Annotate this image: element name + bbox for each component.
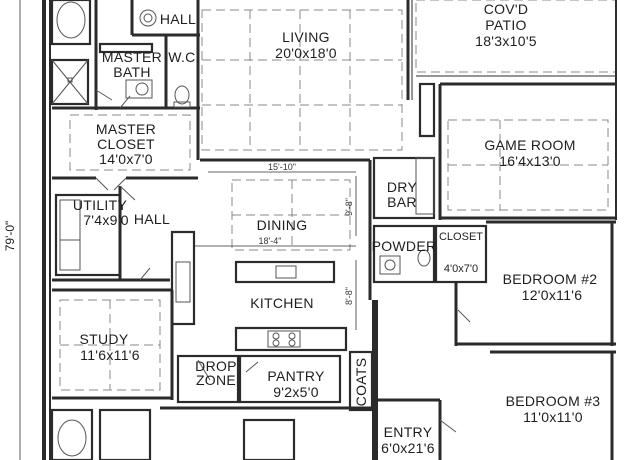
pantry-room bbox=[238, 354, 342, 404]
overall-dimension: 79'-0" bbox=[3, 0, 21, 460]
utility-label: UTILITY bbox=[73, 197, 128, 213]
drop-zone-label-2: ZONE bbox=[196, 372, 236, 388]
wc-label: W.C. bbox=[168, 49, 200, 65]
master-closet-size: 14'0x7'0 bbox=[99, 151, 153, 167]
drop-zone-label-1: DROP bbox=[195, 358, 237, 374]
dry-bar-label-2: BAR bbox=[387, 194, 417, 210]
dryer bbox=[59, 239, 81, 271]
master-closet-shelf bbox=[69, 114, 191, 171]
coats-label: COATS bbox=[353, 358, 369, 407]
closet-size: 4'0x7'0 bbox=[444, 263, 478, 275]
closet-doors bbox=[95, 177, 127, 191]
master-bath-counter bbox=[98, 42, 154, 54]
living-grid bbox=[201, 9, 403, 151]
patio-outline bbox=[415, 0, 617, 73]
kitchen-label: KITCHEN bbox=[250, 295, 314, 311]
cooktop bbox=[267, 330, 301, 348]
dry-bar-label-1: DRY bbox=[387, 179, 418, 195]
patio-size: 18'3x10'5 bbox=[475, 33, 537, 49]
dining-label: DINING bbox=[257, 217, 308, 233]
bedroom2-size: 12'0x11'6 bbox=[522, 287, 583, 303]
bedroom3-label: BEDROOM #3 bbox=[506, 393, 601, 409]
powder-toilet bbox=[417, 249, 431, 267]
utility-doors bbox=[119, 185, 151, 281]
powder-label: POWDER bbox=[372, 238, 437, 254]
master-closet-label-1: MASTER bbox=[96, 121, 156, 137]
entry-wall-left bbox=[372, 300, 378, 460]
powder-sink bbox=[379, 255, 401, 275]
kitchen-wall-counter bbox=[170, 230, 196, 326]
patio-label-2: PATIO bbox=[485, 17, 526, 33]
utility-size: 7'4x9'0 bbox=[83, 212, 129, 228]
coats-closet bbox=[348, 350, 374, 412]
kitchen-span-text: 18'-4" bbox=[259, 236, 282, 246]
utility-room bbox=[54, 193, 122, 277]
bedroom3-size: 11'0x11'0 bbox=[523, 409, 583, 425]
living-label: LIVING bbox=[282, 29, 330, 45]
refrigerator bbox=[175, 261, 191, 303]
hall-top-label: HALL bbox=[160, 11, 196, 27]
bottom-fixture bbox=[242, 418, 296, 460]
drop-zone-room bbox=[176, 354, 240, 404]
hall-mid-label: HALL bbox=[134, 211, 170, 227]
pantry-label: PANTRY bbox=[267, 368, 325, 384]
dining-depth-text: 9'-8" bbox=[344, 198, 354, 216]
pantry-size: 9'2x5'0 bbox=[273, 384, 319, 400]
drop-zone-door bbox=[197, 359, 211, 381]
bottom-left-tub bbox=[50, 408, 94, 460]
powder-room bbox=[372, 224, 436, 284]
living-size: 20'0x18'0 bbox=[275, 45, 337, 61]
game-room-label: GAME ROOM bbox=[484, 137, 575, 153]
exterior-walls bbox=[42, 0, 378, 460]
bedroom2-door bbox=[457, 309, 471, 323]
patio-label-1: COV'D bbox=[484, 1, 529, 17]
bedroom3-door bbox=[439, 419, 457, 433]
bedroom2-label: BEDROOM #2 bbox=[503, 271, 598, 287]
dining-span-text: 15'-10" bbox=[268, 162, 296, 172]
entry-label: ENTRY bbox=[384, 424, 433, 440]
bathtub bbox=[50, 0, 92, 46]
wc-toilet bbox=[173, 85, 191, 108]
overall-dimension-text: 79'-0" bbox=[3, 221, 17, 252]
master-sink bbox=[125, 79, 153, 99]
island-sink bbox=[275, 265, 297, 279]
study-size: 11'6x11'6 bbox=[80, 347, 140, 363]
closet-room bbox=[434, 224, 488, 284]
door-swing bbox=[119, 95, 131, 109]
shower bbox=[50, 58, 90, 106]
hall-top-toilet bbox=[139, 9, 157, 27]
game-room-door bbox=[418, 82, 436, 138]
master-bath-label-2: BATH bbox=[113, 64, 151, 80]
study-label: STUDY bbox=[80, 331, 129, 347]
kitchen-depth-text: 8'-8" bbox=[344, 287, 354, 305]
game-room-size: 16'4x13'0 bbox=[499, 153, 561, 169]
pantry-door bbox=[245, 361, 259, 373]
master-closet-label-2: CLOSET bbox=[97, 136, 155, 152]
kitchen-island bbox=[234, 260, 336, 284]
master-bath-label-1: MASTER bbox=[102, 49, 162, 65]
bottom-room bbox=[98, 408, 152, 460]
closet-label: CLOSET bbox=[439, 231, 483, 243]
door-swing bbox=[95, 89, 113, 101]
entry-size: 6'0x21'6 bbox=[381, 440, 435, 456]
